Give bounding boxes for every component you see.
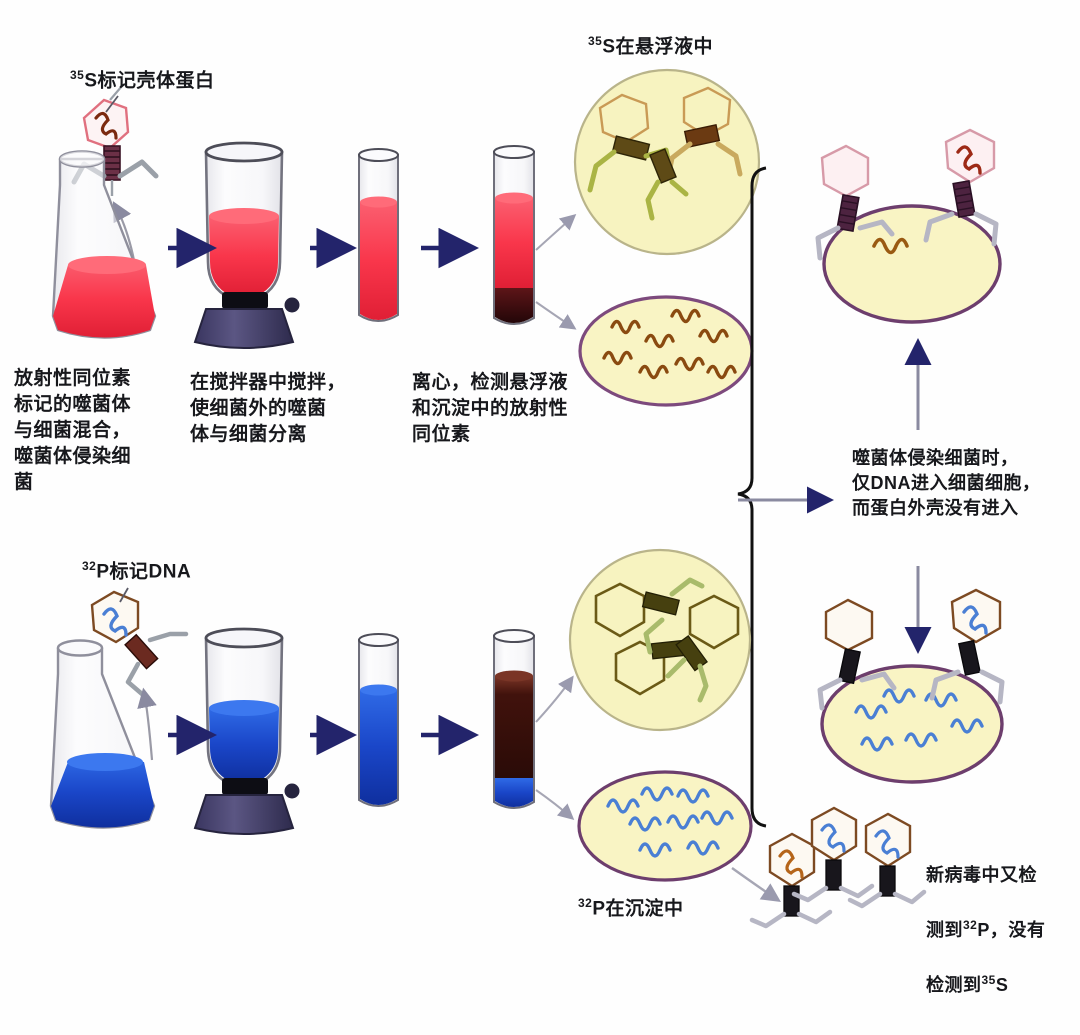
new-virus-l3-pre: 检测到: [926, 975, 982, 995]
caption-new-virus-line2: 测到32P，没有: [926, 913, 1045, 943]
caption-new-virus-line3: 检测到35S: [926, 968, 1045, 998]
caption-new-virus: 新病毒中又检 测到32P，没有 检测到35S: [926, 838, 1045, 1023]
tube-top-mixed: [358, 148, 399, 322]
progeny-phages: [749, 806, 927, 929]
phage-32p-labeled: [90, 590, 189, 697]
label-35s-in-supernatant-text: S在悬浮液中: [602, 36, 714, 58]
label-32p-dna-text: P标记DNA: [96, 561, 192, 583]
flask-top: [51, 150, 157, 339]
cell-infected-top: [815, 128, 1002, 324]
inset-bottom-pellet: [577, 770, 753, 882]
inset-bottom-supernatant: [568, 548, 752, 732]
tube-bottom-mixed: [358, 633, 399, 807]
caption-step-3: 离心，检测悬浮液 和沉淀中的放射性 同位素: [412, 372, 569, 445]
sup-32: 32: [82, 559, 97, 573]
label-35s-protein-text: S标记壳体蛋白: [84, 70, 215, 92]
sup-35: 35: [70, 68, 85, 82]
new-virus-l3-post: S: [995, 975, 1009, 995]
blender-bottom: [193, 627, 300, 835]
new-virus-l2-post: P，没有: [977, 920, 1046, 940]
label-32p-dna: 32P标记DNA: [82, 553, 191, 585]
inset-top-pellet: [578, 295, 754, 407]
label-35s-in-supernatant: 35S在悬浮液中: [588, 28, 713, 60]
tube-top-spun: [493, 145, 535, 325]
sup-32-pellet: 32: [578, 896, 593, 910]
caption-step-2: 在搅拌器中搅拌， 使细菌外的噬菌 体与细菌分离: [190, 372, 347, 445]
new-virus-l3-sup: 35: [981, 973, 996, 987]
inset-top-supernatant: [573, 68, 761, 256]
label-32p-in-pellet-text: P在沉淀中: [592, 898, 684, 920]
label-32p-in-pellet: 32P在沉淀中: [578, 890, 684, 922]
blender-top: [193, 141, 300, 349]
label-35s-protein: 35S标记壳体蛋白: [70, 62, 215, 94]
sup-35-sup: 35: [588, 34, 603, 48]
new-virus-l2-sup: 32: [963, 918, 978, 932]
caption-conclusion: 噬菌体侵染细菌时， 仅DNA进入细菌细胞， 而蛋白外壳没有进入: [852, 448, 1041, 518]
new-virus-l2-pre: 测到: [926, 920, 963, 940]
caption-step-1: 放射性同位素 标记的噬菌体 与细菌混合， 噬菌体侵染细 菌: [14, 368, 132, 493]
flask-bottom: [49, 639, 156, 829]
cell-infected-bottom: [817, 588, 1005, 784]
caption-new-virus-line1: 新病毒中又检: [926, 865, 1037, 885]
tube-bottom-spun: [493, 629, 535, 809]
